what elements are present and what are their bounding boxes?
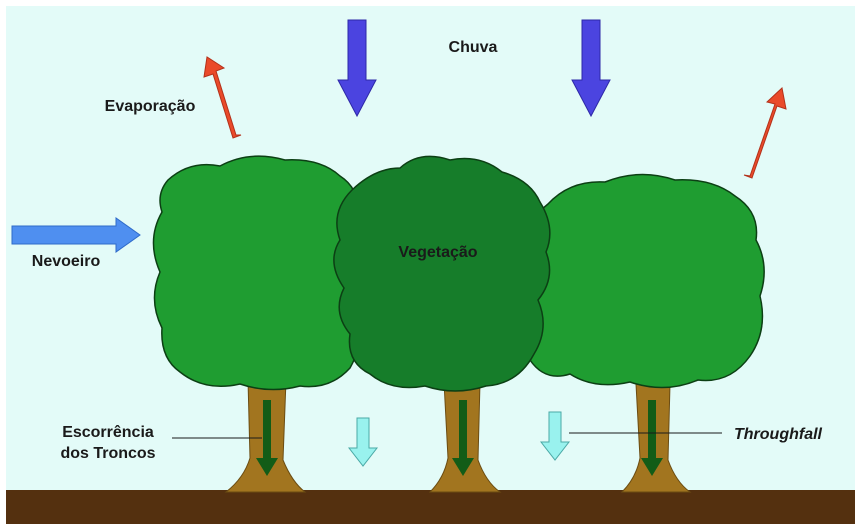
canopy-right	[517, 174, 764, 387]
fog-label: Nevoeiro	[32, 253, 101, 270]
stemflow-label-line1: Escorrência	[62, 424, 154, 441]
rain-label: Chuva	[449, 39, 498, 56]
throughfall-label: Throughfall	[734, 426, 823, 443]
evaporation-label: Evaporação	[105, 98, 196, 115]
canopy-left	[153, 156, 363, 389]
vegetation-label: Vegetação	[398, 244, 477, 261]
canopy-middle	[334, 156, 550, 391]
stemflow-label-line2: dos Troncos	[60, 445, 155, 462]
ground	[6, 490, 855, 524]
